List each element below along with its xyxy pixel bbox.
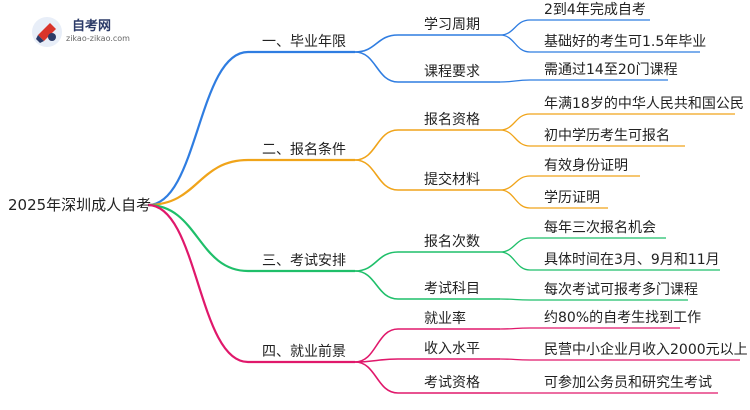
leaf-connector — [499, 34, 531, 53]
leaf-label: 具体时间在3月、9月和11月 — [544, 252, 720, 268]
leaf-label: 约80%的自考生找到工作 — [544, 310, 702, 326]
leaf-label: 2到4年完成自考 — [544, 2, 646, 18]
leaf-connector — [499, 327, 531, 330]
leaf-label: 可参加公务员和研究生考试 — [544, 375, 712, 391]
branch-label: 三、考试安排 — [262, 253, 346, 269]
leaf-label: 需通过14至20门课程 — [544, 62, 678, 78]
leaf-connector — [499, 358, 531, 361]
leaf-connector — [499, 251, 531, 271]
child-label: 报名资格 — [424, 112, 480, 128]
branch-label: 二、报名条件 — [262, 142, 346, 158]
site-logo: 自考网 zikao-zikao.com — [30, 12, 142, 52]
leaf-connector — [499, 175, 531, 191]
branch-connector — [147, 158, 249, 207]
child-label: 考试资格 — [424, 375, 480, 391]
child-label: 提交材料 — [424, 172, 480, 188]
leaf-label: 基础好的考生可1.5年毕业 — [544, 34, 707, 50]
child-connector — [354, 251, 399, 272]
child-label: 考试科目 — [424, 281, 480, 297]
leaf-connector — [499, 129, 531, 147]
leaf-label: 有效身份证明 — [544, 158, 628, 174]
child-connector — [354, 34, 399, 53]
child-label: 收入水平 — [424, 341, 480, 357]
branch-connector — [147, 50, 249, 207]
leaf-connector — [499, 189, 531, 209]
leaf-label: 每次考试可报考多门课程 — [544, 282, 698, 298]
child-connector — [354, 328, 399, 363]
child-label: 课程要求 — [424, 64, 480, 80]
child-label: 就业率 — [424, 311, 466, 327]
branch-connector — [147, 203, 249, 364]
leaf-connector — [499, 79, 531, 83]
leaf-label: 年满18岁的中华人民共和国公民 — [544, 96, 744, 112]
root-topic: 2025年深圳成人自考 — [8, 196, 152, 214]
leaf-connector — [499, 19, 531, 36]
leaf-label: 民营中小企业月收入2000元以上 — [544, 342, 748, 358]
child-connector — [354, 51, 399, 83]
leaf-label: 每年三次报名机会 — [544, 220, 656, 236]
leaf-label: 初中学历考生可报名 — [544, 128, 670, 144]
leaf-connector — [499, 237, 531, 253]
child-label: 报名次数 — [424, 234, 480, 250]
child-connector — [354, 361, 399, 394]
child-label: 学习周期 — [424, 17, 480, 33]
leaf-connector — [499, 113, 531, 131]
leaf-connector — [499, 298, 531, 301]
logo-title: 自考网 — [72, 19, 112, 34]
branch-label: 四、就业前景 — [262, 344, 346, 360]
logo-subtitle: zikao-zikao.com — [66, 34, 130, 43]
child-connector — [354, 129, 399, 161]
branch-connector — [147, 203, 249, 273]
logo-icon — [32, 17, 62, 47]
child-connector — [354, 270, 399, 300]
leaf-label: 学历证明 — [544, 190, 600, 206]
child-connector — [354, 159, 399, 191]
branch-label: 一、毕业年限 — [262, 34, 346, 50]
